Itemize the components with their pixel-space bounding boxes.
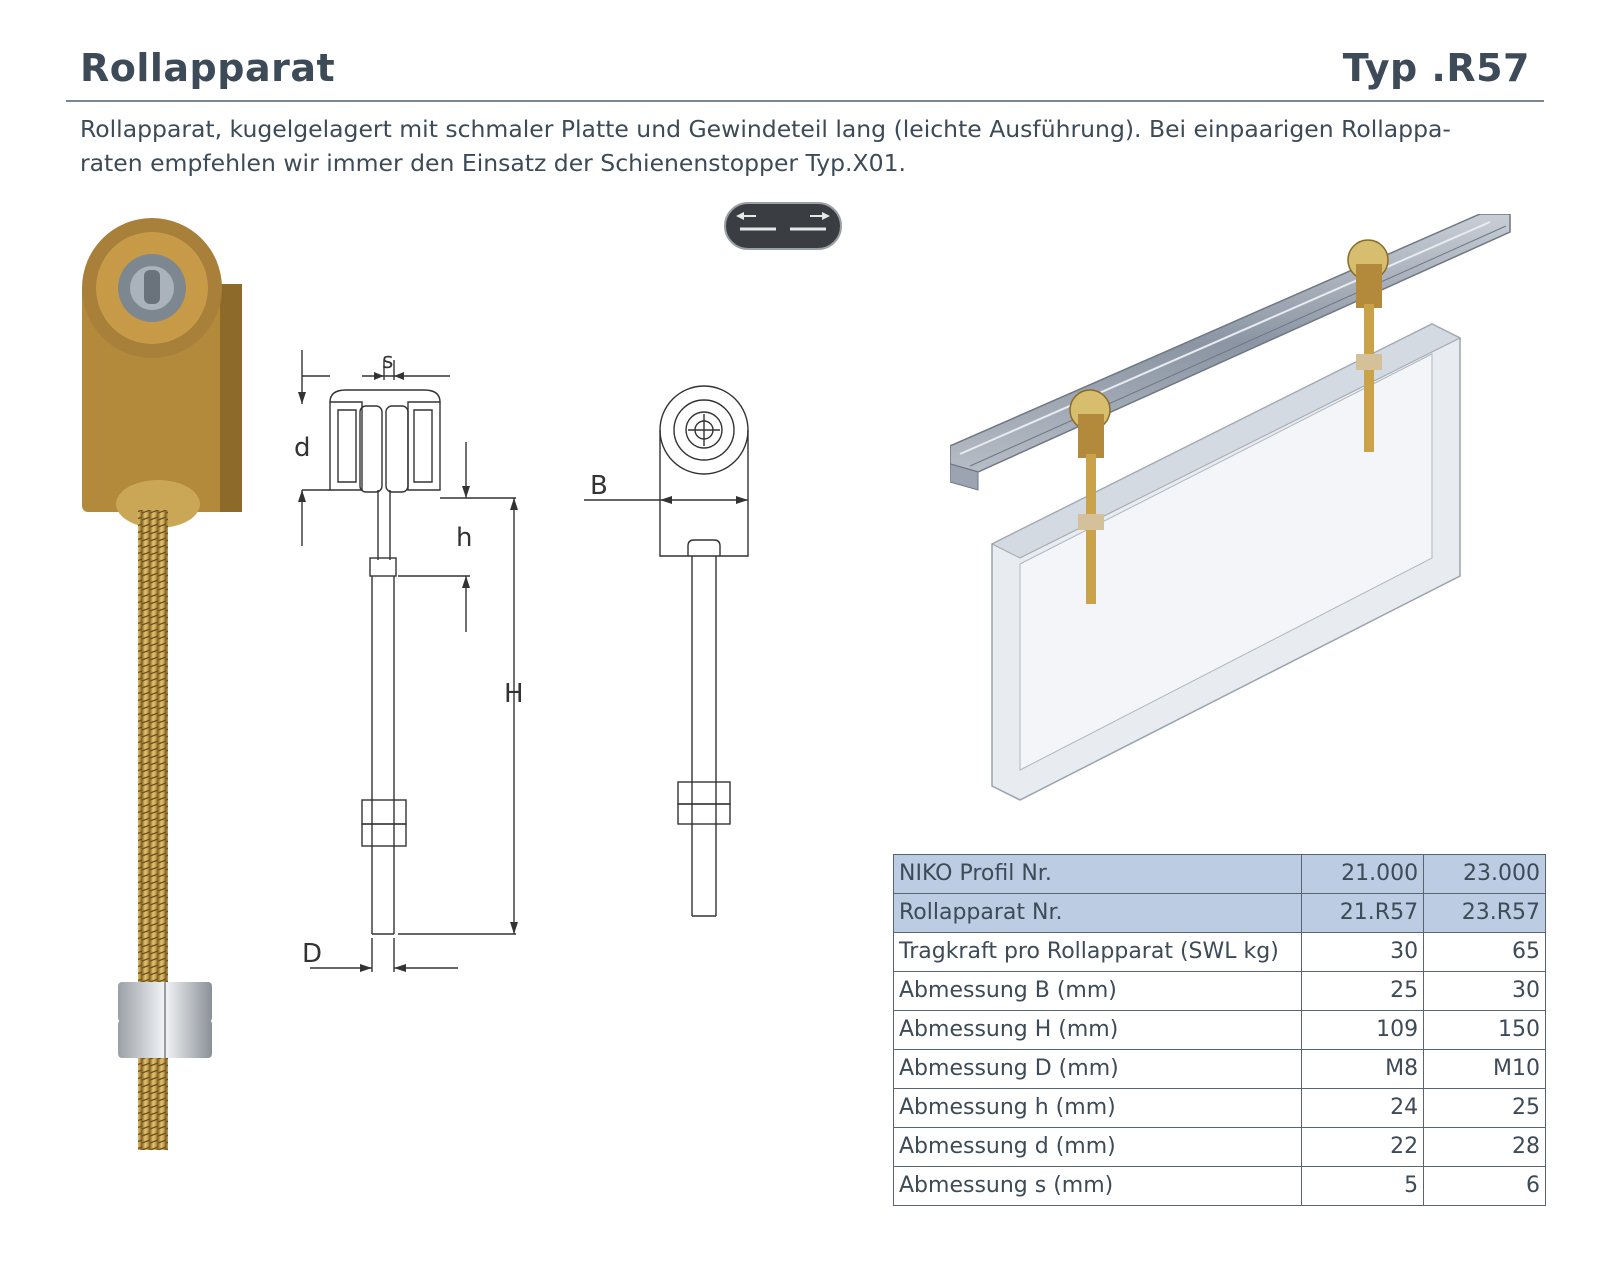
row-label: Tragkraft pro Rollapparat (SWL kg) (892, 932, 1303, 972)
row-value-1: 30 (1301, 932, 1425, 972)
product-type: Typ .R57 (1342, 46, 1530, 90)
row-label: Abmessung s (mm) (892, 1166, 1303, 1206)
dim-label-h: h (456, 523, 472, 553)
description-line-1: Rollapparat, kugelgelagert mit schmaler … (80, 115, 1451, 143)
row-label: Abmessung H (mm) (892, 1010, 1303, 1050)
row-label: NIKO Profil Nr. (892, 854, 1303, 894)
row-value-2: M10 (1423, 1049, 1546, 1089)
row-label: Rollapparat Nr. (892, 893, 1303, 933)
row-value-1: M8 (1301, 1049, 1425, 1089)
dim-label-D: D (302, 939, 322, 969)
page-title: Rollapparat (80, 46, 336, 90)
product-description: Rollapparat, kugelgelagert mit schmaler … (80, 112, 1540, 180)
technical-drawing: s d h H D B (294, 350, 749, 972)
row-label: Abmessung d (mm) (892, 1127, 1303, 1167)
row-value-1: 24 (1301, 1088, 1425, 1128)
header-divider (66, 100, 1544, 102)
row-value-1: 25 (1301, 971, 1425, 1011)
row-value-1: 109 (1301, 1010, 1425, 1050)
row-value-2: 6 (1423, 1166, 1546, 1206)
row-label: Abmessung B (mm) (892, 971, 1303, 1011)
row-label: Abmessung D (mm) (892, 1049, 1303, 1089)
row-value-1: 22 (1301, 1127, 1425, 1167)
row-value-2: 23.000 (1423, 854, 1546, 894)
row-value-1: 21.000 (1301, 854, 1425, 894)
row-value-1: 5 (1301, 1166, 1425, 1206)
dim-label-H: H (504, 679, 524, 709)
row-value-2: 65 (1423, 932, 1546, 972)
row-label: Abmessung h (mm) (892, 1088, 1303, 1128)
bidirectional-arrow-icon (724, 202, 842, 250)
description-line-2: raten empfehlen wir immer den Einsatz de… (80, 149, 906, 177)
row-value-2: 25 (1423, 1088, 1546, 1128)
installation-rendering (950, 214, 1511, 801)
row-value-1: 21.R57 (1301, 893, 1425, 933)
product-photo (82, 218, 242, 1150)
row-value-2: 28 (1423, 1127, 1546, 1167)
dim-label-s: s (382, 350, 393, 374)
row-value-2: 23.R57 (1423, 893, 1546, 933)
dim-label-B: B (590, 471, 608, 501)
row-value-2: 30 (1423, 971, 1546, 1011)
row-value-2: 150 (1423, 1010, 1546, 1050)
dim-label-d: d (294, 433, 311, 463)
